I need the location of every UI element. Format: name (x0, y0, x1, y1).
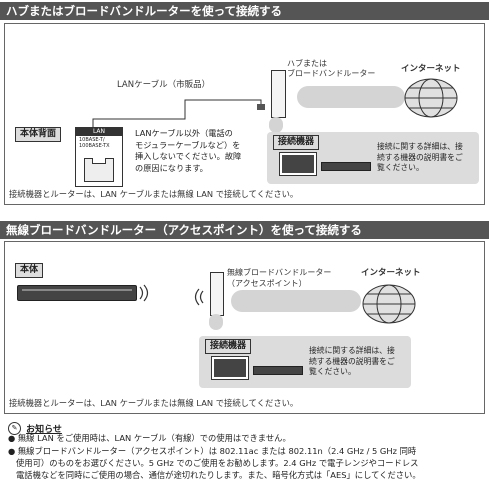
router-device-link (269, 117, 283, 133)
section2-heading: 無線ブロードバンドルーター（アクセスポイント）を使って接続する (0, 221, 489, 239)
back-panel-tag: 本体背面 (15, 127, 62, 142)
device-note-2: 接続に関する詳細は、接 続する機器の説明書をご 覧ください。 (309, 346, 395, 376)
wireless-router-icon (210, 272, 224, 316)
unit-tag: 本体 (15, 263, 44, 278)
unit-device-icon (17, 285, 137, 301)
warning-text: LANケーブル以外（電話の モジュラーケーブルなど）を 挿入しないでください。故… (135, 128, 242, 173)
device-tag-2: 接続機器 (205, 339, 252, 354)
section2-panel: 本体 無線ブロードバンドルーター （アクセスポイント） インターネット 接続機器… (4, 241, 485, 414)
notice-line-3: 使用可）のものをお選びください。5 GHz でのご使用をお勧めします。2.4 G… (16, 458, 419, 468)
notice-line-1: ● 無線 LAN をご使用時は、LAN ケーブル（有線）での使用はできません。 (8, 433, 291, 443)
wireless-router-label-2: （アクセスポイント） (227, 279, 307, 288)
notice-title: ✎ お知らせ (8, 418, 62, 435)
router-label-2: ブロードバンドルーター (287, 69, 376, 78)
notice-line-2: ● 無線ブロードバンドルーター（アクセスポイント）は 802.11ac または … (8, 446, 417, 456)
device-box: 接続機器 接続に関する詳細は、接 続する機器の説明書をご 覧ください。 (267, 132, 479, 184)
wireless-signal-icon (139, 284, 149, 302)
lan-port-panel: LAN 10BASE-T/ 100BASE-TX (75, 127, 123, 187)
wireless-router-label-1: 無線ブロードバンドルーター (227, 268, 332, 277)
notice-line-4: 電話機などを同時にご使用の場合、通信が途切れたりします。また、暗号化方式は「AE… (16, 470, 421, 480)
internet-label: インターネット (401, 64, 461, 74)
section1-footer: 接続機器とルーターは、LAN ケーブルまたは無線 LAN で接続してください。 (9, 189, 299, 199)
internet-label-2: インターネット (361, 268, 421, 278)
router-device-link-2 (209, 314, 223, 330)
section1-panel: LANケーブル（市販品） 本体背面 LAN 10BASE-T/ 100BASE-… (4, 23, 485, 205)
lan-port-label: LAN (76, 128, 122, 136)
router-internet-link-2 (231, 290, 361, 312)
router-signal-icon (194, 288, 204, 306)
section2-footer: 接続機器とルーターは、LAN ケーブルまたは無線 LAN で接続してください。 (9, 398, 299, 408)
device-box-2: 接続機器 接続に関する詳細は、接 続する機器の説明書をご 覧ください。 (199, 336, 411, 388)
tv-icon (279, 152, 317, 176)
recorder-icon (321, 162, 371, 171)
router-label-1: ハブまたは (287, 59, 327, 68)
lan-port-spec2: 100BASE-TX (79, 143, 110, 149)
device-note: 接続に関する詳細は、接 続する機器の説明書をご 覧ください。 (377, 142, 463, 172)
tv-icon-2 (211, 356, 249, 380)
internet-globe-icon (404, 78, 458, 118)
router-internet-link (297, 86, 405, 108)
cable-label: LANケーブル（市販品） (117, 80, 211, 90)
internet-globe-icon-2 (362, 284, 416, 324)
section1-heading: ハブまたはブロードバンドルーターを使って接続する (0, 2, 489, 20)
ethernet-port-icon (84, 158, 114, 182)
device-tag: 接続機器 (273, 135, 320, 150)
lan-port-spec1: 10BASE-T/ (79, 137, 105, 143)
router-icon (271, 70, 286, 118)
recorder-icon-2 (253, 366, 303, 375)
